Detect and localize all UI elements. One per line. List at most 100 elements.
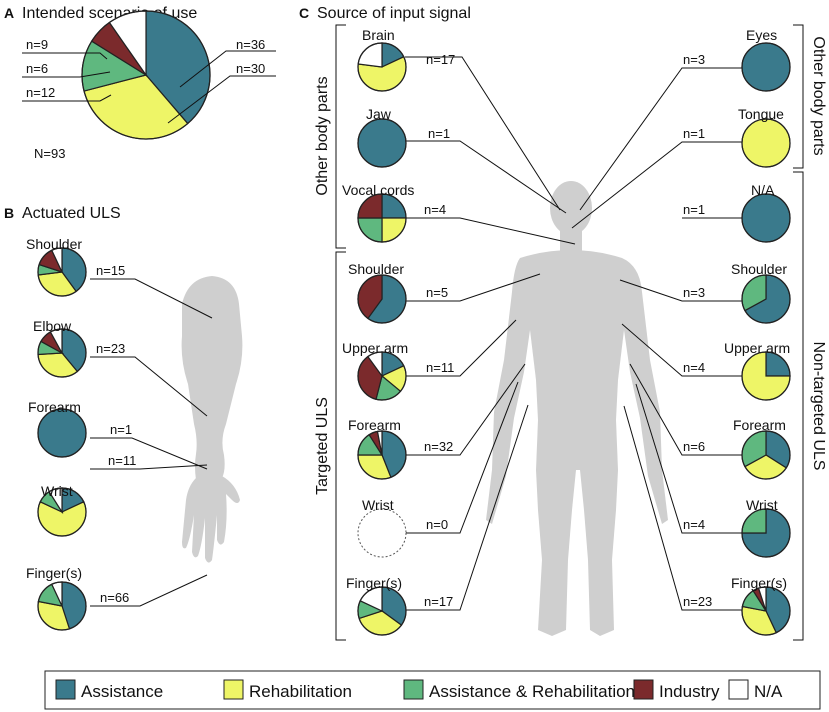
panel-a-leaders — [22, 50, 276, 124]
c-right-pie-na-outline — [741, 193, 791, 243]
panel-b-name-shoulder: Shoulder — [26, 236, 82, 252]
c-right-n-forearm: n=6 — [683, 439, 705, 454]
panel-b-name-wrist: Wrist — [41, 483, 73, 499]
panel-b-leaders — [90, 278, 213, 607]
c-right-n-upperarm: n=4 — [683, 360, 705, 375]
c-left-name-jaw: Jaw — [366, 106, 392, 122]
panel-c-title: Source of input signal — [317, 5, 471, 22]
panel-a-pie-outline — [81, 10, 211, 140]
c-left-pie-brain-outline — [357, 42, 407, 92]
panel-a-letter: A — [4, 5, 14, 21]
panel-a-pie — [81, 10, 211, 140]
c-left-pie-fingers-outline — [357, 586, 407, 636]
group-label-left-targeted: Targeted ULS — [314, 397, 331, 495]
c-left-n-brain: n=17 — [426, 52, 455, 67]
c-left-name-fingers: Finger(s) — [346, 575, 402, 591]
panel-b-pie-forearm-outline — [37, 408, 87, 458]
panel-b-n-wrist: n=11 — [108, 453, 136, 468]
legend-swatch-na — [728, 679, 749, 700]
panel-a-label-assistance: n=36 — [236, 37, 265, 52]
c-left-name-brain: Brain — [362, 27, 395, 43]
panel-c-leaders — [405, 56, 742, 611]
c-left-pie-vocalcords-outline — [357, 193, 407, 243]
legend-label-assist-rehab: Assistance & Rehabilitation — [429, 682, 635, 701]
c-left-pie-jaw-outline — [357, 118, 407, 168]
group-brackets — [335, 24, 804, 641]
panel-a-total: N=93 — [34, 146, 65, 161]
c-left-name-wrist: Wrist — [362, 497, 394, 513]
c-right-n-na: n=1 — [683, 202, 705, 217]
c-right-pie-upperarm-outline — [741, 351, 791, 401]
legend-swatch-assistance — [55, 679, 76, 700]
c-right-pie-tongue-outline — [741, 118, 791, 168]
group-label-left-other: Other body parts — [314, 76, 331, 195]
legend-label-industry: Industry — [659, 682, 720, 701]
panel-c-letter: C — [299, 5, 309, 21]
panel-c-pies — [357, 42, 791, 636]
c-left-n-fingers: n=17 — [424, 594, 453, 609]
panel-b-pie-shoulder-outline — [37, 247, 87, 297]
c-left-n-jaw: n=1 — [428, 126, 450, 141]
c-left-n-wrist: n=0 — [426, 517, 448, 532]
c-left-name-upperarm: Upper arm — [342, 340, 408, 356]
panel-b-title: Actuated ULS — [22, 205, 121, 222]
c-left-pie-forearm-outline — [357, 430, 407, 480]
legend-swatch-assist-rehab — [403, 679, 424, 700]
legend-label-rehabilitation: Rehabilitation — [249, 682, 352, 701]
panel-b-pie-wrist-outline — [37, 487, 87, 537]
c-right-name-upperarm: Upper arm — [724, 340, 790, 356]
panel-a-label-assist-rehab: n=12 — [26, 85, 55, 100]
arm-silhouette — [181, 276, 243, 563]
c-left-n-upperarm: n=11 — [426, 360, 454, 375]
c-right-name-eyes: Eyes — [746, 27, 777, 43]
legend: Assistance Rehabilitation Assistance & R… — [55, 679, 783, 701]
panel-b-pie-elbow-outline — [37, 328, 87, 378]
panel-b-n-forearm: n=1 — [110, 422, 132, 437]
panel-b-pies — [37, 247, 87, 631]
c-right-name-fingers: Finger(s) — [731, 575, 787, 591]
c-right-pie-wrist-outline — [741, 508, 791, 558]
human-silhouette — [486, 181, 668, 636]
c-right-pie-shoulder-outline — [741, 274, 791, 324]
panel-b-name-elbow: Elbow — [33, 318, 72, 334]
c-right-n-eyes: n=3 — [683, 52, 705, 67]
c-left-pie-wrist-empty — [357, 508, 407, 558]
panel-a-label-industry: n=6 — [26, 61, 48, 76]
legend-box — [44, 670, 821, 710]
panel-b-name-forearm: Forearm — [28, 399, 81, 415]
panel-b-n-shoulder: n=15 — [96, 263, 125, 278]
c-left-pie-upperarm-outline — [357, 351, 407, 401]
c-right-n-fingers: n=23 — [683, 594, 712, 609]
c-right-n-wrist: n=4 — [683, 517, 705, 532]
panel-b-n-fingers: n=66 — [100, 590, 129, 605]
c-right-name-forearm: Forearm — [733, 417, 786, 433]
c-right-pie-fingers-outline — [741, 586, 791, 636]
c-left-n-shoulder: n=5 — [426, 285, 448, 300]
c-right-pie-eyes-outline — [741, 42, 791, 92]
c-right-name-na: N/A — [751, 182, 775, 198]
panel-b-n-elbow: n=23 — [96, 341, 125, 356]
c-left-pie-shoulder-outline — [357, 274, 407, 324]
c-left-name-vocal: Vocal cords — [342, 182, 414, 198]
panel-b-name-fingers: Finger(s) — [26, 565, 82, 581]
legend-swatch-rehabilitation — [223, 679, 244, 700]
panel-a-label-na: n=9 — [26, 37, 48, 52]
c-left-n-vocal: n=4 — [424, 202, 446, 217]
c-left-name-shoulder: Shoulder — [348, 261, 404, 277]
group-label-right-nontargeted: Non-targeted ULS — [810, 342, 827, 471]
legend-label-na: N/A — [754, 682, 783, 701]
legend-label-assistance: Assistance — [81, 682, 163, 701]
group-label-right-other: Other body parts — [810, 36, 827, 155]
c-right-n-tongue: n=1 — [683, 126, 705, 141]
panel-b-pie-fingers-outline — [37, 581, 87, 631]
c-right-n-shoulder: n=3 — [683, 285, 705, 300]
legend-swatch-industry — [633, 679, 654, 700]
c-right-name-wrist: Wrist — [746, 497, 778, 513]
c-right-name-tongue: Tongue — [738, 106, 784, 122]
panel-a-label-rehabilitation: n=30 — [236, 61, 265, 76]
c-left-name-forearm: Forearm — [348, 417, 401, 433]
panel-b-letter: B — [4, 205, 14, 221]
c-right-pie-forearm-outline — [741, 430, 791, 480]
c-right-name-shoulder: Shoulder — [731, 261, 787, 277]
